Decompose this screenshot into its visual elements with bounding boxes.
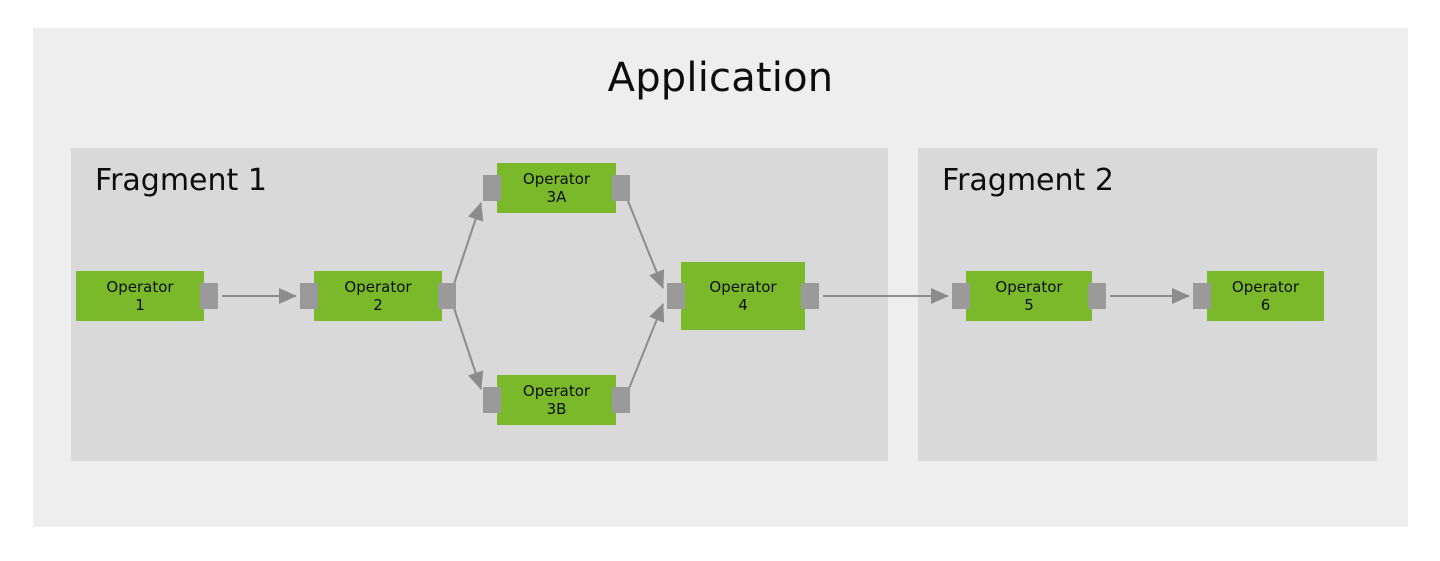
operator-3a-label: Operator 3A (522, 170, 591, 206)
operator-4-output-port[interactable] (801, 283, 819, 309)
application-title: Application (607, 55, 834, 101)
operator-4-label: Operator 4 (709, 278, 777, 314)
operator-3a-input-port[interactable] (483, 175, 501, 201)
operator-1-label: Operator 1 (106, 278, 174, 314)
fragment-1-title: Fragment 1 (95, 163, 267, 198)
operator-6-label: Operator 6 (1231, 278, 1300, 314)
operator-3b-output-port[interactable] (612, 387, 630, 413)
operator-6-input-port[interactable] (1193, 283, 1211, 309)
operator-2-label: Operator 2 (344, 278, 412, 314)
operator-node-5[interactable]: Operator 5 (952, 271, 1106, 321)
operator-3a-output-port[interactable] (612, 175, 630, 201)
operator-2-output-port[interactable] (438, 283, 456, 309)
operator-5-input-port[interactable] (952, 283, 970, 309)
fragment-2-title: Fragment 2 (942, 163, 1114, 198)
operator-node-1[interactable]: Operator 1 (76, 271, 218, 321)
operator-5-label: Operator 5 (995, 278, 1063, 314)
operator-node-2[interactable]: Operator 2 (300, 271, 456, 321)
operator-3b-label: Operator 3B (522, 382, 591, 418)
operator-1-output-port[interactable] (200, 283, 218, 309)
operator-node-6[interactable]: Operator 6 (1193, 271, 1324, 321)
operator-3b-input-port[interactable] (483, 387, 501, 413)
operator-node-3a[interactable]: Operator 3A (483, 163, 630, 213)
operator-5-output-port[interactable] (1088, 283, 1106, 309)
operator-node-3b[interactable]: Operator 3B (483, 375, 630, 425)
operator-2-input-port[interactable] (300, 283, 318, 309)
operator-node-4[interactable]: Operator 4 (667, 262, 819, 330)
operator-4-input-port[interactable] (667, 283, 685, 309)
